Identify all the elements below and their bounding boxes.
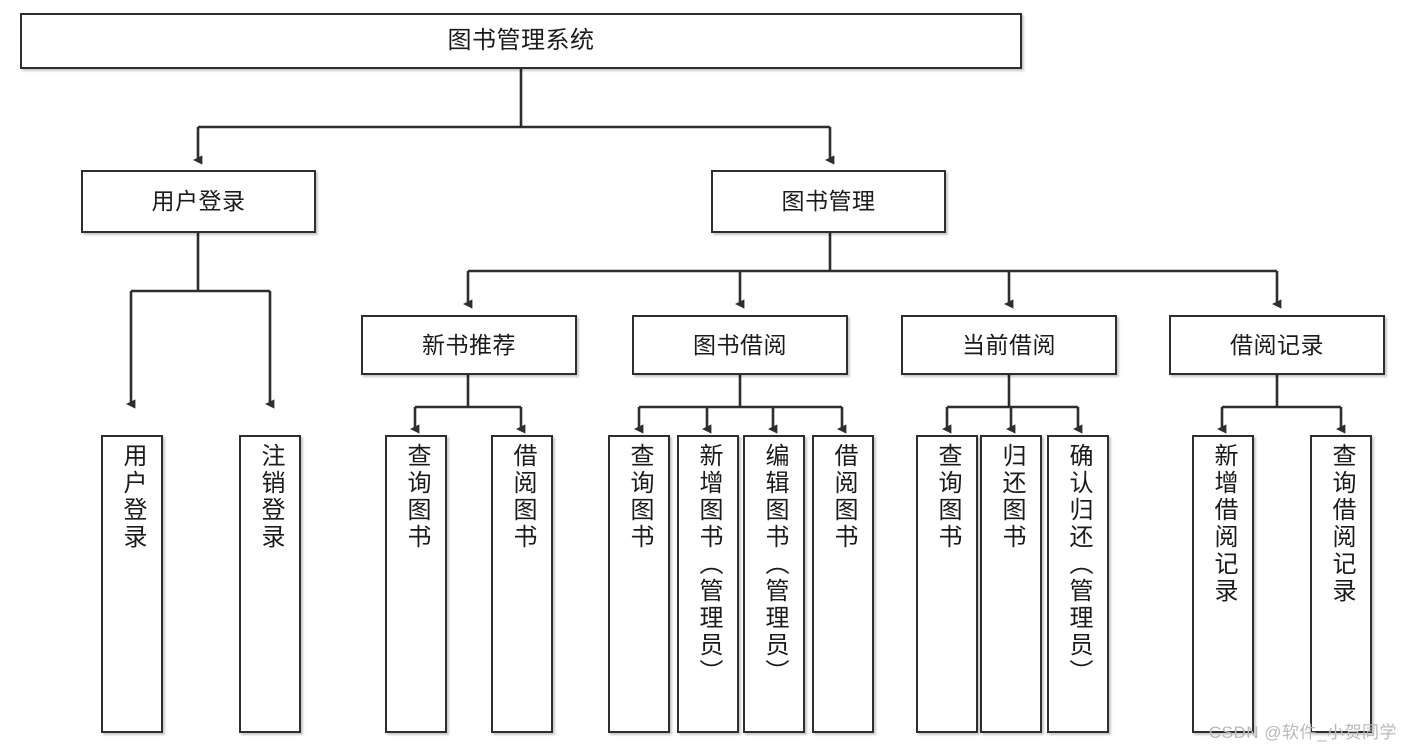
node-label: 查询图书 (934, 443, 961, 551)
node-label: 图书管理系统 (447, 27, 595, 55)
node-label: 编辑图书（管理员） (761, 443, 788, 686)
leaf-record-query-record[interactable]: 查询借阅记录 (1310, 435, 1372, 733)
node-label: 图书借阅 (693, 331, 787, 358)
leaf-borrow-borrow-book[interactable]: 借阅图书 (812, 435, 874, 733)
leaf-user-login-login[interactable]: 用户登录 (101, 435, 163, 733)
node-borrow-record[interactable]: 借阅记录 (1169, 315, 1385, 375)
node-label: 借阅图书 (830, 443, 857, 551)
node-label: 图书管理 (781, 188, 876, 215)
node-label: 查询图书 (626, 443, 653, 551)
leaf-record-add-record[interactable]: 新增借阅记录 (1192, 435, 1254, 733)
node-book-borrow[interactable]: 图书借阅 (632, 315, 848, 375)
node-label: 归还图书 (998, 443, 1025, 551)
leaf-current-query-book[interactable]: 查询图书 (916, 435, 978, 733)
node-label: 用户登录 (119, 443, 146, 551)
node-label: 确认归还（管理员） (1065, 443, 1092, 686)
leaf-current-return-book[interactable]: 归还图书 (980, 435, 1042, 733)
node-user-login[interactable]: 用户登录 (81, 170, 316, 233)
leaf-current-confirm-return-admin[interactable]: 确认归还（管理员） (1047, 435, 1109, 733)
node-label: 新增图书（管理员） (695, 443, 722, 686)
node-label: 注销登录 (257, 443, 284, 551)
node-label: 查询借阅记录 (1328, 443, 1355, 605)
node-label: 当前借阅 (962, 331, 1056, 358)
node-current-borrow[interactable]: 当前借阅 (901, 315, 1117, 375)
node-label: 用户登录 (151, 188, 246, 215)
node-label: 查询图书 (403, 443, 430, 551)
node-label: 借阅记录 (1230, 331, 1324, 358)
leaf-recommend-borrow-book[interactable]: 借阅图书 (491, 435, 553, 733)
node-label: 新增借阅记录 (1210, 443, 1237, 605)
node-root-system[interactable]: 图书管理系统 (20, 13, 1022, 69)
leaf-borrow-add-book-admin[interactable]: 新增图书（管理员） (677, 435, 739, 733)
leaf-borrow-query-book[interactable]: 查询图书 (608, 435, 670, 733)
leaf-borrow-edit-book-admin[interactable]: 编辑图书（管理员） (743, 435, 805, 733)
leaf-recommend-query-book[interactable]: 查询图书 (385, 435, 447, 733)
leaf-user-login-logout[interactable]: 注销登录 (239, 435, 301, 733)
watermark: CSDN @软件_小贺同学 (1208, 723, 1397, 742)
node-book-management[interactable]: 图书管理 (711, 170, 946, 233)
node-label: 新书推荐 (422, 331, 516, 358)
node-new-book-recommend[interactable]: 新书推荐 (361, 315, 577, 375)
node-label: 借阅图书 (509, 443, 536, 551)
